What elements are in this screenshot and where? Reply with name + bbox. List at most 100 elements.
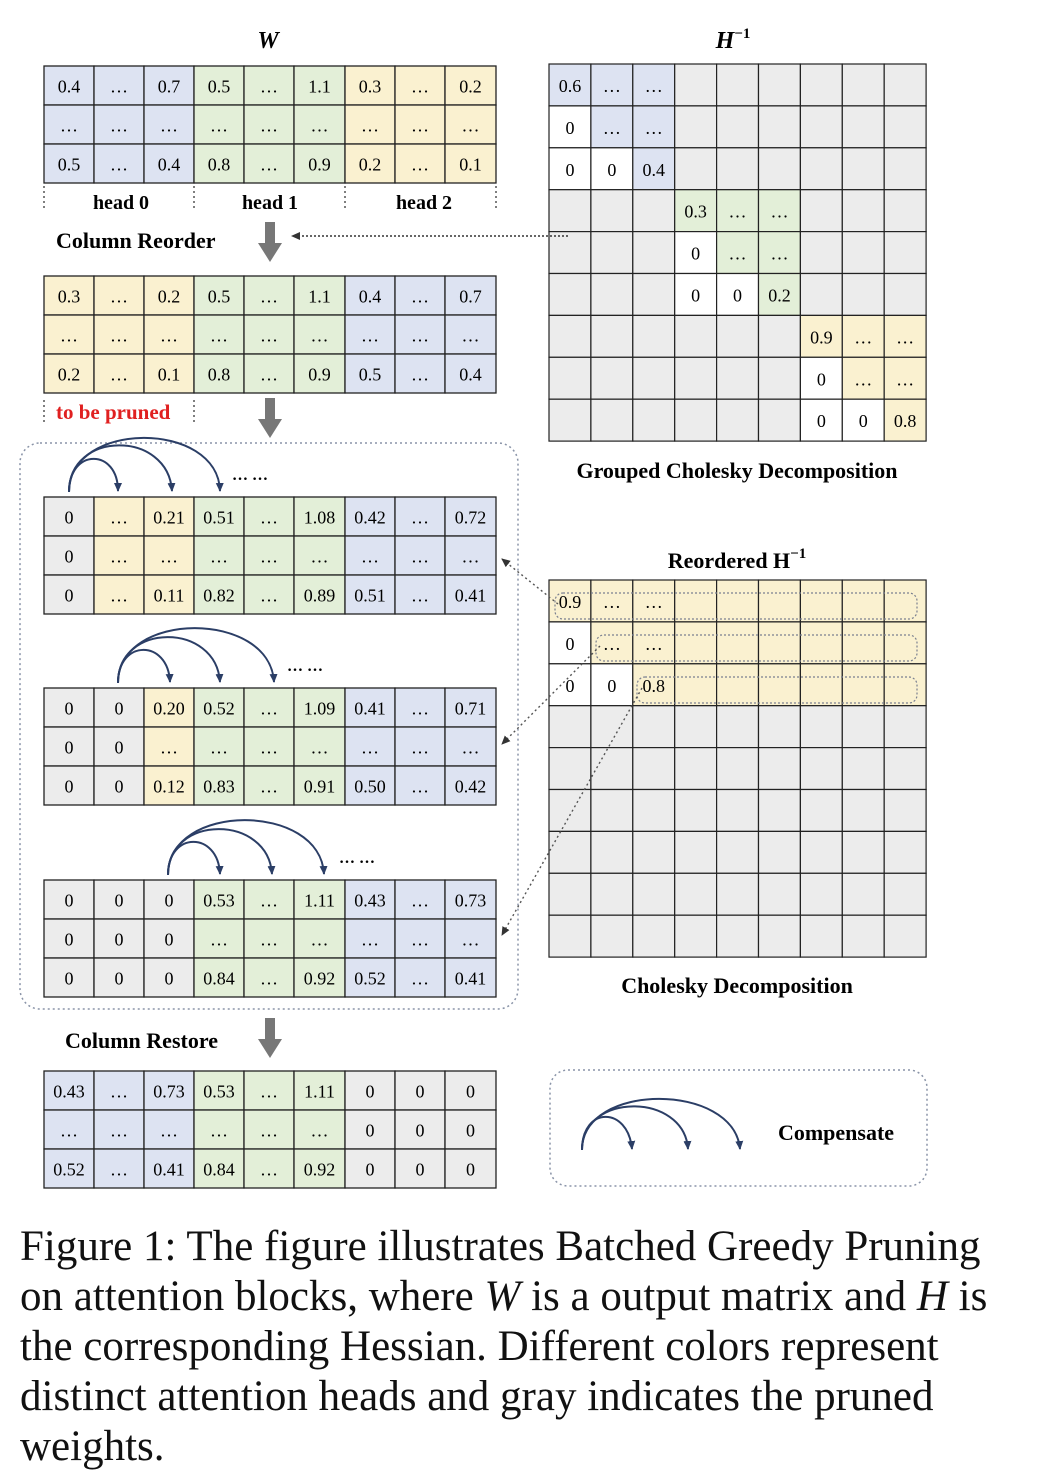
hinv-cell <box>548 105 592 149</box>
matrix-cell <box>43 1109 95 1150</box>
hinv-cell <box>590 314 634 358</box>
matrix-cell-value: 0 <box>416 1121 425 1141</box>
matrix-cell <box>293 535 346 576</box>
hinv-cell-value: … <box>770 202 788 222</box>
down-arrow-prune <box>258 398 282 438</box>
matrix-cell <box>243 496 295 537</box>
matrix-cell-value: … <box>260 738 278 758</box>
matrix-cell-value: … <box>361 738 379 758</box>
matrix-cell-value: 1.09 <box>304 699 336 719</box>
hinv-cell <box>757 147 802 191</box>
hinv-cell <box>548 663 592 707</box>
matrix-cell <box>193 1148 245 1189</box>
matrix-cell <box>93 275 145 316</box>
matrix-cell-value: … <box>110 508 128 528</box>
hinv-cell-value: 0.6 <box>559 76 582 96</box>
matrix-cell-value: … <box>411 738 429 758</box>
hinv-cell <box>883 746 927 791</box>
matrix-cell <box>344 496 396 537</box>
matrix-cell-value: 0.1 <box>459 155 482 175</box>
hinv-cell-value: … <box>770 244 788 264</box>
hinv-cell <box>674 356 718 400</box>
matrix-cell-value: 0.11 <box>154 586 185 606</box>
matrix-cell <box>143 1148 195 1189</box>
hinv-cell-value: 0 <box>859 411 868 431</box>
down-arrow-restore <box>258 1018 282 1058</box>
hinv-cell <box>757 314 802 358</box>
matrix-cell <box>43 496 95 537</box>
hinv-cell <box>590 105 634 149</box>
matrix-cell-value: … <box>311 738 329 758</box>
hinv-cell <box>883 663 927 707</box>
hinv-cell-value: … <box>896 369 914 389</box>
matrix-cell-value: 0.20 <box>153 699 185 719</box>
matrix-cell-value: … <box>110 547 128 567</box>
matrix-cell <box>143 918 195 959</box>
matrix-cell-value: … <box>411 547 429 567</box>
hinv-cell <box>883 830 927 874</box>
hinv-cell <box>883 705 927 749</box>
matrix-cell-value: … <box>60 326 78 346</box>
hinv-cell <box>632 746 676 791</box>
hinv-cell-value: 0 <box>565 634 574 654</box>
head-brackets <box>43 186 497 422</box>
pruning-steps-container <box>19 442 519 1010</box>
matrix-cell <box>193 574 245 615</box>
matrix-cell <box>444 957 497 998</box>
hinv-cell <box>757 914 802 958</box>
reordered-hinv-title: Reordered H−1 <box>668 546 806 573</box>
matrix-cell-value: 0 <box>115 930 124 950</box>
matrix-cell-value: … <box>411 699 429 719</box>
matrix-cell-value: 0 <box>115 738 124 758</box>
hinv-title-base: H <box>715 28 736 54</box>
matrix-cell-value: 0 <box>65 547 74 567</box>
hinv-cell <box>548 189 592 233</box>
matrix-cell-value: 0.1 <box>158 365 181 385</box>
hinv-cell-value: 0.3 <box>684 202 707 222</box>
matrix-cell-value: 0.9 <box>308 365 331 385</box>
matrix-cell-value: 0 <box>65 891 74 911</box>
hinv-cell <box>715 272 760 317</box>
matrix-cell <box>193 535 245 576</box>
matrix-cell <box>394 879 446 920</box>
matrix-cell-value: 1.11 <box>304 1082 335 1102</box>
matrix-cell <box>93 65 145 106</box>
matrix-cell-value: 0.7 <box>158 77 181 97</box>
matrix-cell-value: 0.42 <box>354 508 386 528</box>
matrix-cell <box>394 353 446 394</box>
hinv-cell <box>841 746 885 791</box>
hinv-cell-value: 0 <box>691 244 700 264</box>
matrix-cell-value: … <box>260 116 278 136</box>
hinv-cell <box>632 356 676 400</box>
matrix-cell <box>344 104 396 145</box>
matrix-cell-value: 0 <box>65 777 74 797</box>
hinv-cell-value: 0 <box>817 369 826 389</box>
hinv-cell <box>548 746 592 791</box>
matrix-cell <box>193 687 245 728</box>
hinv-cell <box>883 314 927 358</box>
hinv-cell <box>715 914 760 958</box>
hinv-cell <box>841 621 885 665</box>
matrix-cell-value: 0.5 <box>208 77 231 97</box>
matrix-cell <box>193 143 245 184</box>
matrix-cell-value: … <box>462 930 480 950</box>
hinv-cell <box>632 314 676 358</box>
matrix-cell-value: 0.2 <box>158 287 181 307</box>
hinv-cell <box>799 231 843 275</box>
matrix-cell <box>143 104 195 145</box>
matrix-cell-value: … <box>462 116 480 136</box>
column-reorder-label: Column Reorder <box>56 228 216 253</box>
hinv-cell <box>715 314 760 358</box>
hinv-cell <box>799 746 843 791</box>
hinv-cell <box>590 872 634 916</box>
matrix-cell <box>293 726 346 767</box>
hinv-cell <box>841 830 885 874</box>
hinv-cell <box>799 705 843 749</box>
hinv-cell <box>799 872 843 916</box>
matrix-cell-value: … <box>110 1121 128 1141</box>
matrix-cell-value: 0 <box>416 1160 425 1180</box>
hinv-cell <box>715 872 760 916</box>
